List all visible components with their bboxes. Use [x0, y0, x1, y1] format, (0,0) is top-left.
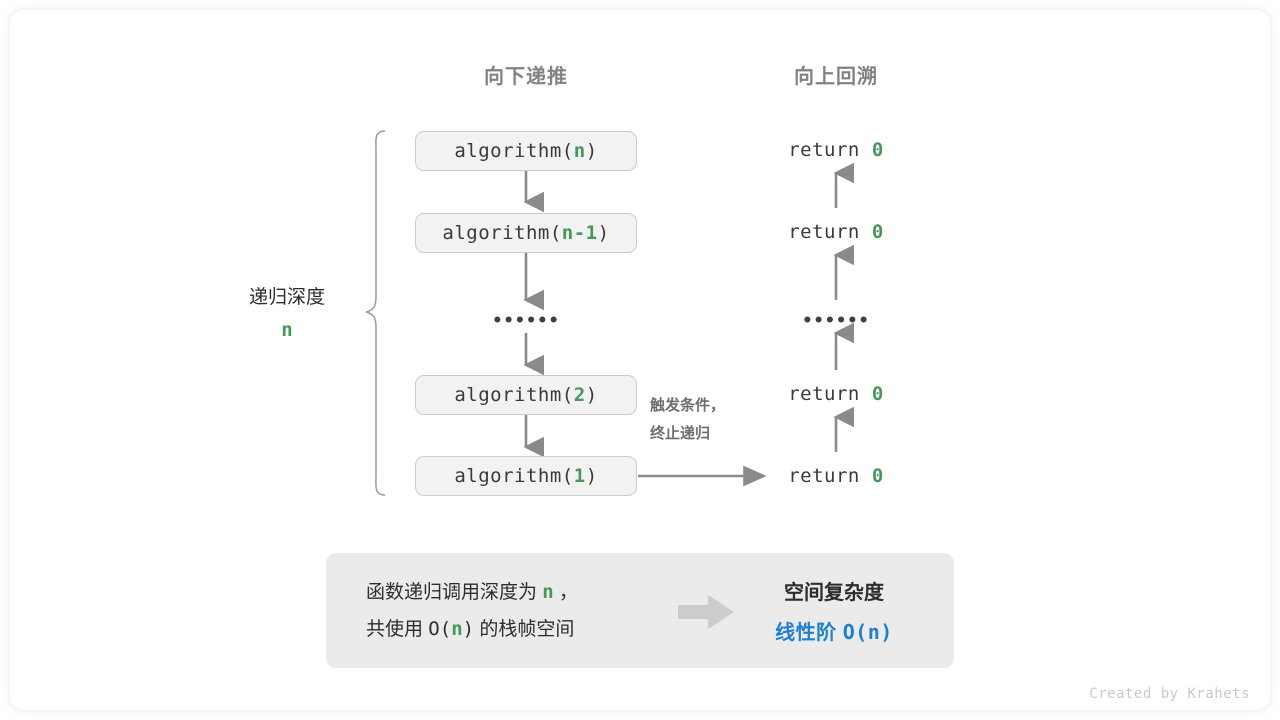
- return-value: 0: [871, 221, 884, 243]
- call-stack-ellipsis: ••••••: [492, 311, 560, 331]
- summary-line1-text: 函数递归调用深度为: [366, 582, 538, 603]
- return-stack-ellipsis: ••••••: [802, 311, 870, 331]
- summary-description: 函数递归调用深度为 n ， 共使用 O(n) 的栈帧空间: [366, 574, 578, 648]
- summary-line-2: 共使用 O(n) 的栈帧空间: [366, 611, 578, 648]
- summary-box: 函数递归调用深度为 n ， 共使用 O(n) 的栈帧空间 空间复杂度 线性阶 O…: [326, 553, 954, 668]
- return-value: 0: [871, 465, 884, 487]
- call-box-suffix: ): [597, 222, 610, 244]
- call-box-prefix: algorithm(: [442, 222, 562, 244]
- summary-result-value: 线性阶 O(n): [736, 613, 932, 653]
- summary-line2-var: n: [451, 618, 463, 641]
- call-box-prefix: algorithm(: [454, 465, 574, 487]
- return-keyword: return: [788, 139, 860, 161]
- call-box-n-minus-1[interactable]: algorithm(n-1): [415, 213, 637, 253]
- summary-result: 空间复杂度 线性阶 O(n): [736, 574, 932, 653]
- return-line-1: return 0: [725, 139, 947, 161]
- call-box-1[interactable]: algorithm(1): [415, 456, 637, 496]
- return-keyword: return: [788, 465, 860, 487]
- column-header-down: 向下递推: [484, 66, 568, 88]
- recursion-depth-value: n: [281, 319, 293, 342]
- call-box-n[interactable]: algorithm(n): [415, 131, 637, 171]
- summary-line2-text: 共使用: [366, 619, 424, 641]
- return-line-3: return 0: [725, 383, 947, 405]
- summary-line2-fn-close: ): [462, 618, 475, 641]
- call-box-suffix: ): [585, 384, 598, 406]
- column-header-up: 向上回溯: [794, 66, 878, 88]
- call-box-suffix: ): [585, 465, 598, 487]
- call-box-prefix: algorithm(: [454, 384, 574, 406]
- termination-condition-label: 触发条件， 终止递归: [650, 392, 790, 448]
- call-box-arg: n: [573, 140, 586, 162]
- summary-line2-fn-open: O(: [428, 618, 452, 641]
- credit-text: Created by Krahets: [1089, 686, 1250, 702]
- termination-condition-line1: 触发条件，: [650, 397, 726, 414]
- complexity-code: O(n): [842, 620, 893, 644]
- return-keyword: return: [788, 221, 860, 243]
- return-value: 0: [871, 383, 884, 405]
- return-line-4: return 0: [725, 465, 947, 487]
- termination-condition-line2: 终止递归: [650, 424, 711, 442]
- summary-line1-var: n: [542, 581, 554, 603]
- complexity-label: 线性阶: [775, 622, 837, 644]
- summary-line-1: 函数递归调用深度为 n ，: [366, 574, 578, 611]
- recursion-depth-label: 递归深度 n: [202, 281, 372, 348]
- summary-result-title: 空间复杂度: [784, 582, 884, 604]
- summary-line1-comma: ，: [559, 582, 579, 603]
- call-box-2[interactable]: algorithm(2): [415, 375, 637, 415]
- recursion-depth-text: 递归深度: [248, 287, 325, 308]
- return-line-2: return 0: [725, 221, 947, 243]
- call-box-prefix: algorithm(: [454, 140, 574, 162]
- call-box-arg: 1: [573, 465, 586, 487]
- right-arrow-icon: [678, 595, 734, 629]
- call-box-suffix: ): [585, 140, 598, 162]
- call-box-arg: n-1: [561, 222, 598, 244]
- return-value: 0: [871, 139, 884, 161]
- return-keyword: return: [788, 383, 860, 405]
- summary-line2-tail: 的栈帧空间: [479, 619, 575, 641]
- call-box-arg: 2: [573, 384, 586, 406]
